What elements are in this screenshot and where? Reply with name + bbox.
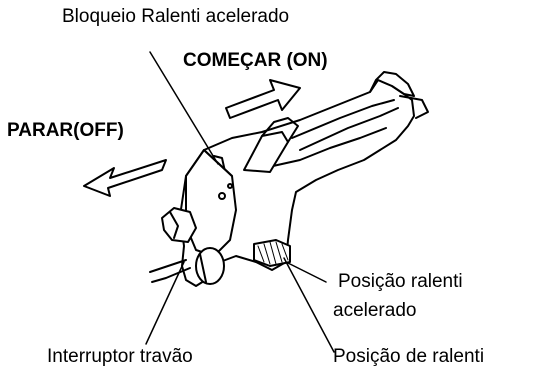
stop-switch-label: Interruptor travão [47, 346, 193, 367]
fast-idle-position-label-line1: Posição ralenti [338, 271, 463, 292]
leader-lines [145, 51, 335, 353]
fast-idle-position-label-line2: acelerado [333, 300, 417, 321]
idle-position-label: Posição de ralenti [333, 346, 485, 367]
throttle-lever [243, 131, 289, 173]
start-on-label: COMEÇAR (ON) [183, 50, 328, 71]
stop-arrow-icon [83, 159, 167, 197]
start-arrow-icon [225, 79, 301, 119]
trigger-underside [253, 239, 291, 267]
stop-off-label: PARAR(OFF) [7, 120, 124, 141]
front-knob [195, 247, 225, 285]
stop-switch [161, 207, 197, 243]
rear-grip [369, 71, 415, 97]
idle-lock-label: Bloqueio Ralenti acelerado [62, 6, 290, 27]
trigger-hatching [257, 241, 289, 265]
handle-body [179, 79, 415, 287]
